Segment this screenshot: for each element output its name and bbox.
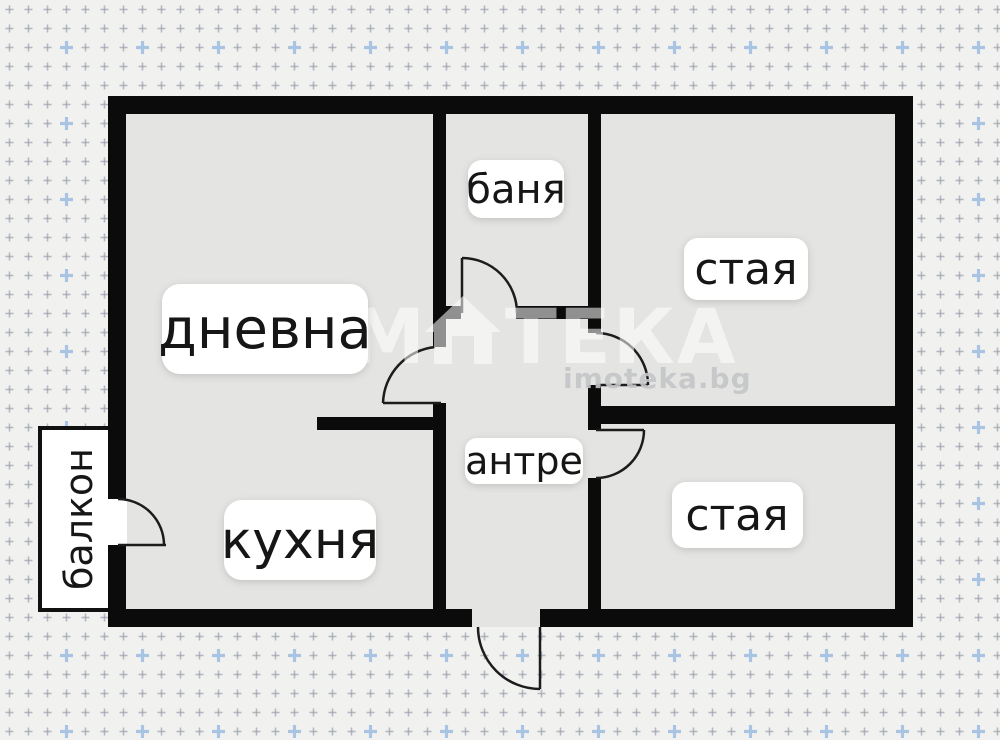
room-label-living: дневна xyxy=(158,284,372,374)
balcony-door xyxy=(117,497,166,547)
outer-wall-bottom-left xyxy=(108,609,472,627)
room-label-room-top-text: стая xyxy=(694,244,797,295)
room-label-kitchen: кухня xyxy=(221,500,379,580)
room-label-kitchen-text: кухня xyxy=(221,511,379,571)
room-label-living-box xyxy=(162,284,368,374)
room-label-balcony-text: балкон xyxy=(57,448,101,590)
room-label-hallway-text: антре xyxy=(465,439,583,483)
room-label-hallway: антре xyxy=(465,438,583,484)
room-top-door-arc xyxy=(595,331,650,386)
room-label-room-bottom-text: стая xyxy=(685,490,788,541)
wall-hall-room-lower xyxy=(588,478,601,609)
balcony-door-arc xyxy=(117,497,166,546)
living-room-door-arc xyxy=(381,345,436,404)
outer-walls xyxy=(108,96,913,627)
room-label-bathroom-text: баня xyxy=(466,167,565,213)
wall-hall-room-stub-upper xyxy=(588,385,601,406)
wall-living-hall-upper xyxy=(433,114,446,347)
living-room-door xyxy=(381,345,441,405)
room-top-door xyxy=(595,331,650,387)
room-label-room-top: стая xyxy=(684,238,808,300)
wall-living-hall-lower xyxy=(433,403,446,609)
room-labels: дневна баня стая антре кухня стая xyxy=(57,160,808,590)
entrance-door-arc xyxy=(476,626,541,691)
room-label-room-bottom-box xyxy=(672,482,803,548)
outer-wall-bottom-right xyxy=(540,609,913,627)
entrance-door xyxy=(476,626,542,691)
house-icon xyxy=(425,296,501,364)
room-label-bathroom-box xyxy=(468,160,564,218)
interior-walls xyxy=(317,114,895,609)
balcony-door-opening xyxy=(50,499,127,545)
room-bottom-door xyxy=(595,428,646,480)
bathroom-door-arc xyxy=(461,256,519,314)
room-label-hallway-box xyxy=(465,438,583,484)
wall-kitchen-living xyxy=(317,417,446,430)
outer-wall-right xyxy=(895,96,913,627)
room-label-living-text: дневна xyxy=(158,297,372,362)
entrance-door-opening xyxy=(472,609,540,627)
room-label-room-bottom: стая xyxy=(672,482,803,548)
outer-wall-left-upper xyxy=(108,96,126,499)
room-label-room-top-box xyxy=(684,238,808,300)
outer-wall-top xyxy=(108,96,913,114)
wall-bathroom-bottom-right xyxy=(516,306,601,319)
wall-hall-room-stub-middle xyxy=(588,424,601,430)
room-bottom-door-arc xyxy=(595,429,646,480)
room-label-kitchen-box xyxy=(224,500,376,580)
watermark-website: imoteka.bg xyxy=(563,362,752,395)
wall-rooms-divider xyxy=(588,406,895,424)
wall-bathroom-room xyxy=(588,114,601,333)
room-label-bathroom: баня xyxy=(466,160,566,218)
watermark-brand-right: ТЕКА xyxy=(505,292,738,381)
outer-wall-left-lower xyxy=(108,545,126,627)
